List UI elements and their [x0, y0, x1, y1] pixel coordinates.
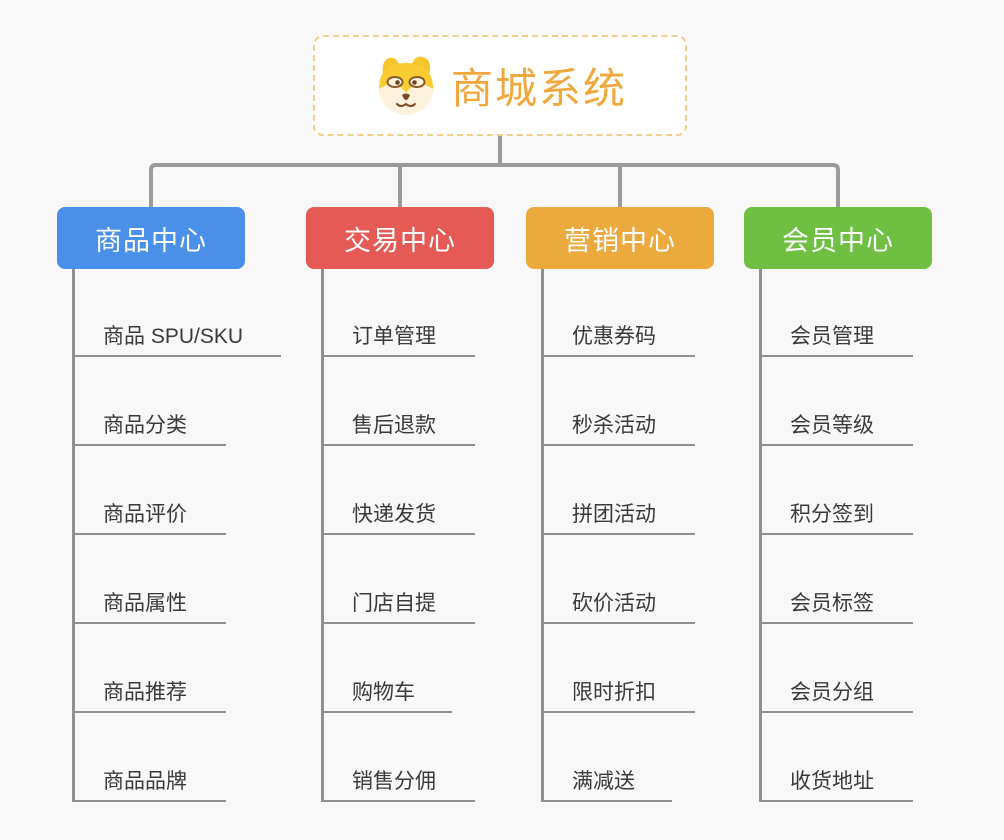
branch-column-trade: 交易中心 订单管理 售后退款 快递发货 门店自提 购物车 销售分佣 — [306, 207, 494, 807]
subtopic-item[interactable]: 积分签到 — [760, 497, 913, 535]
subtopic-item[interactable]: 商品属性 — [73, 586, 226, 624]
subtopic-item[interactable]: 商品分类 — [73, 408, 226, 446]
branch-spine-line — [321, 269, 324, 802]
subtopic-item[interactable]: 快递发货 — [322, 497, 475, 535]
subtopic-item[interactable]: 商品推荐 — [73, 675, 226, 713]
subtopic-item[interactable]: 优惠券码 — [542, 319, 695, 357]
branch-spine-line — [72, 269, 75, 802]
branch-column-member: 会员中心 会员管理 会员等级 积分签到 会员标签 会员分组 收货地址 — [744, 207, 932, 807]
branch-column-marketing: 营销中心 优惠券码 秒杀活动 拼团活动 砍价活动 限时折扣 满减送 — [526, 207, 714, 807]
subtopic-item[interactable]: 收货地址 — [760, 764, 913, 802]
branch-node-product-center[interactable]: 商品中心 — [57, 207, 245, 269]
branch-spine-line — [541, 269, 544, 802]
subtopic-item[interactable]: 满减送 — [542, 764, 672, 802]
branch-node-marketing-center[interactable]: 营销中心 — [526, 207, 714, 269]
subtopic-item[interactable]: 秒杀活动 — [542, 408, 695, 446]
subtopic-item[interactable]: 订单管理 — [322, 319, 475, 357]
subtopic-item[interactable]: 门店自提 — [322, 586, 475, 624]
subtopic-item[interactable]: 拼团活动 — [542, 497, 695, 535]
subtopic-item[interactable]: 商品 SPU/SKU — [73, 319, 281, 357]
subtopic-item[interactable]: 会员分组 — [760, 675, 913, 713]
shiba-dog-icon — [378, 56, 433, 115]
branch-bracket-line — [149, 163, 840, 207]
subtopic-item[interactable]: 售后退款 — [322, 408, 475, 446]
root-node[interactable]: 商城系统 — [313, 35, 687, 136]
subtopic-item[interactable]: 商品品牌 — [73, 764, 226, 802]
subtopic-item[interactable]: 会员管理 — [760, 319, 913, 357]
subtopic-item[interactable]: 商品评价 — [73, 497, 226, 535]
branch-node-member-center[interactable]: 会员中心 — [744, 207, 932, 269]
subtopic-item[interactable]: 限时折扣 — [542, 675, 695, 713]
branch-column-product: 商品中心 商品 SPU/SKU 商品分类 商品评价 商品属性 商品推荐 商品品牌 — [57, 207, 281, 807]
subtopic-item[interactable]: 销售分佣 — [322, 764, 475, 802]
subtopic-item[interactable]: 砍价活动 — [542, 586, 695, 624]
branch-spine-line — [759, 269, 762, 802]
subtopic-item[interactable]: 购物车 — [322, 675, 452, 713]
branch-node-trade-center[interactable]: 交易中心 — [306, 207, 494, 269]
subtopic-item[interactable]: 会员等级 — [760, 408, 913, 446]
root-title: 商城系统 — [450, 65, 627, 112]
subtopic-item[interactable]: 会员标签 — [760, 586, 913, 624]
